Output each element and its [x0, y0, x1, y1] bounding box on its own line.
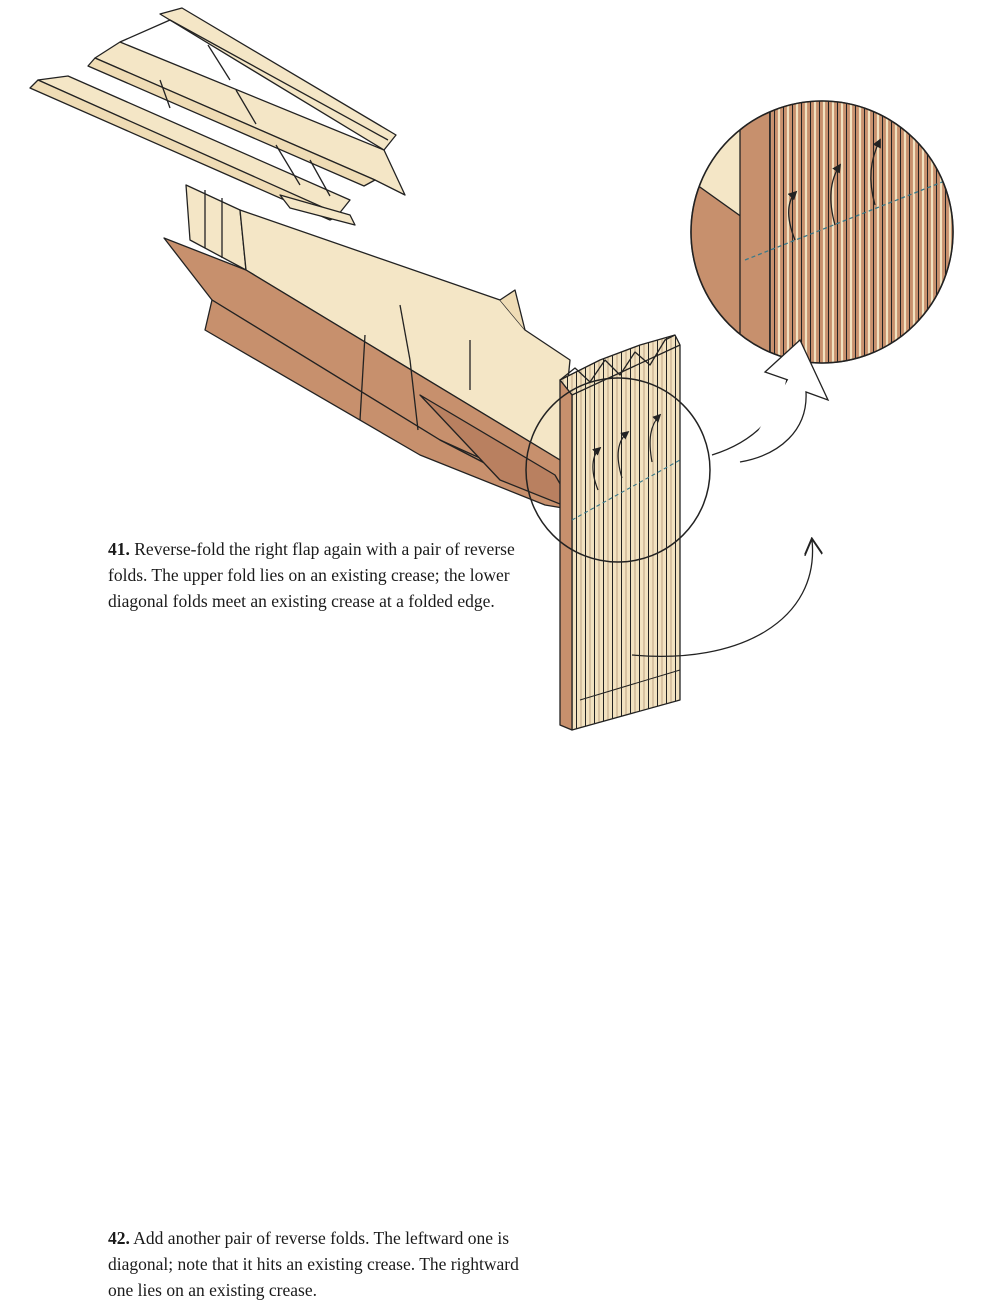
step-41-model — [29, 7, 711, 731]
step-41-number: 41. — [108, 539, 130, 559]
big-hollow-arrow-41 — [739, 338, 830, 463]
connector-arrows-41 — [631, 338, 830, 657]
pleated-flap-41 — [559, 334, 681, 731]
top-points-41 — [29, 7, 406, 226]
magnify-circle-small-41 — [525, 377, 711, 563]
step-42-text: Add another pair of reverse folds. The l… — [108, 1228, 519, 1300]
step-41-text: Reverse-fold the right flap again with a… — [108, 539, 515, 611]
step-42-number: 42. — [108, 1228, 130, 1248]
step-42-caption: 42. Add another pair of reverse folds. T… — [108, 1225, 528, 1303]
zoom-circle-41 — [690, 100, 954, 364]
fold-arrows-41 — [592, 413, 662, 491]
step-41-caption: 41. Reverse-fold the right flap again wi… — [108, 536, 528, 614]
body-41 — [163, 184, 576, 511]
